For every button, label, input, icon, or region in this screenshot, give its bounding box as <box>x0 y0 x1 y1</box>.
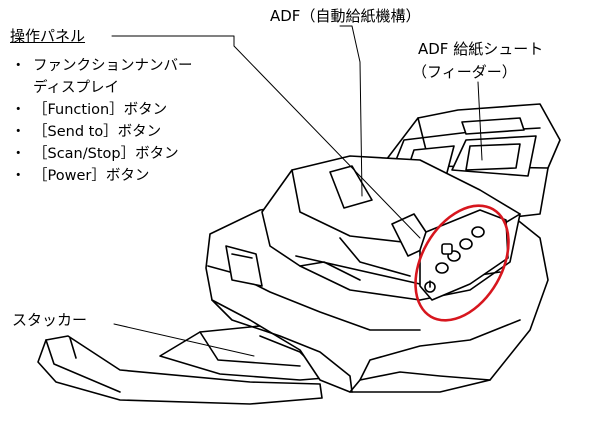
list-item: ・ファンクションナンバー <box>8 55 193 77</box>
leader-adf <box>339 25 363 197</box>
list-bullet: ・ <box>11 102 26 118</box>
list-item: ・ ［Send to］ボタン <box>8 121 193 143</box>
list-item-text: ファンクションナンバー <box>33 58 193 74</box>
stacker-label: スタッカー <box>12 311 88 329</box>
list-item: ・ ［Scan/Stop］ボタン <box>8 143 193 165</box>
list-bullet: ・ <box>11 124 26 140</box>
power-icon <box>424 280 436 293</box>
operator-panel-highlight <box>414 204 510 322</box>
panel-buttons <box>435 226 485 274</box>
adf-label: ADF（自動給紙機構） <box>270 7 421 25</box>
list-item-text: ［Power］ボタン <box>33 168 150 184</box>
list-item: ・ ［Function］ボタン <box>8 99 193 121</box>
leader-chute <box>477 81 483 161</box>
list-bullet: ・ <box>11 146 26 162</box>
adf-chute-label: ADF 給紙シュート <box>418 40 544 58</box>
list-item-text: ［Function］ボタン <box>33 102 168 118</box>
adf-chute-sublabel: （フィーダー） <box>412 63 517 81</box>
list-bullet: ・ <box>11 168 26 184</box>
list-item: ・ ［Power］ボタン <box>8 165 193 187</box>
list-item: ディスプレイ <box>8 77 193 99</box>
operator-panel-items: ・ファンクションナンバー ディスプレイ ・［Function］ボタン ・［Sen… <box>8 55 193 187</box>
leader-stacker <box>113 323 255 357</box>
leader-operator-panel <box>111 35 421 239</box>
operator-panel-label: 操作パネル <box>10 27 86 45</box>
list-bullet: ・ <box>11 58 26 74</box>
list-item-text: ディスプレイ <box>33 80 119 96</box>
list-item-text: ［Scan/Stop］ボタン <box>33 146 179 162</box>
list-item-text: ［Send to］ボタン <box>33 124 162 140</box>
